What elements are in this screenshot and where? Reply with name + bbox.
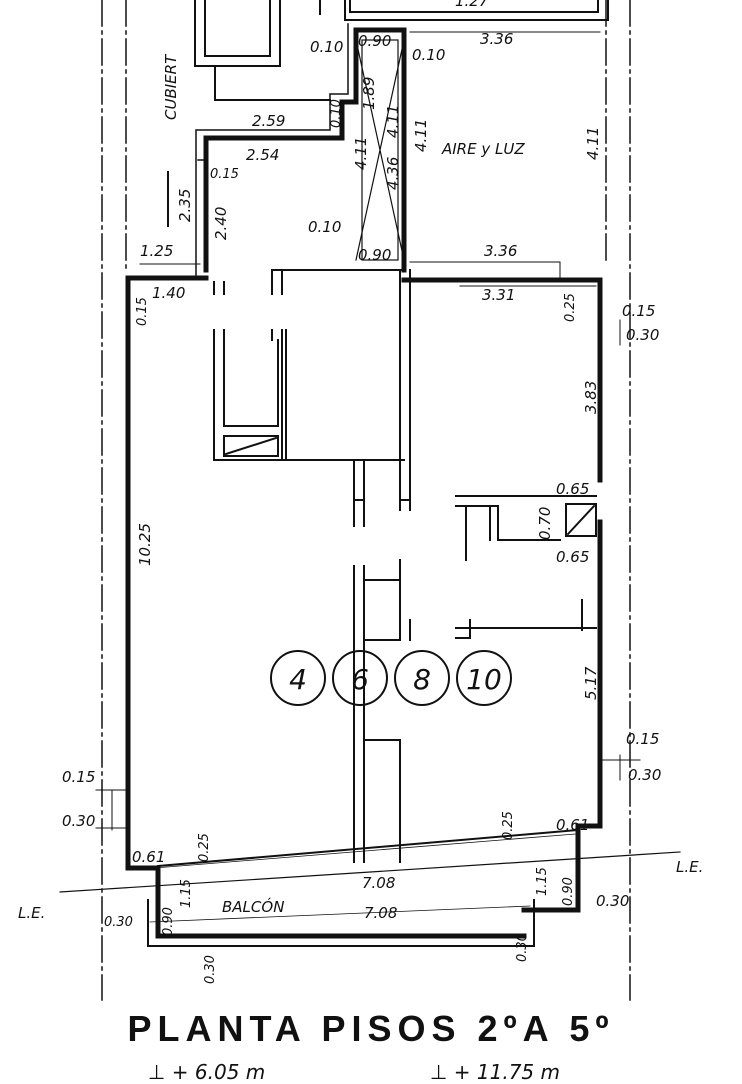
dim-1-40: 1.40 xyxy=(152,284,185,302)
dim-0-90-mid: 0.90 xyxy=(358,246,391,264)
dim-1-15-a: 1.15 xyxy=(179,879,194,908)
dim-0-15-c: 0.15 xyxy=(135,297,150,326)
level-mark-right: ⊥ + 11.75 m xyxy=(430,1060,560,1084)
dim-10-25: 10.25 xyxy=(136,523,154,566)
dim-1-15-b: 1.15 xyxy=(535,867,550,896)
dim-0-90-top: 0.90 xyxy=(358,32,391,50)
lot-boundary-lines xyxy=(101,0,631,1001)
unit-circle-6 xyxy=(332,650,388,706)
unit-number-4: 4 xyxy=(289,663,307,696)
dim-0-30-a: 0.30 xyxy=(626,326,659,344)
dim-0-70: 0.70 xyxy=(536,507,554,540)
dim-0-30-e: 0.30 xyxy=(596,892,629,910)
dim-2-35: 2.35 xyxy=(176,189,194,222)
dim-0-15-a: 0.15 xyxy=(210,167,239,182)
dim-0-25-a: 0.25 xyxy=(563,293,578,322)
dim-7-08-b: 7.08 xyxy=(364,904,397,922)
dim-7-08-a: 7.08 xyxy=(362,874,395,892)
unit-number-6: 6 xyxy=(351,663,369,696)
dim-0-30-b: 0.30 xyxy=(628,766,661,784)
dim-4-11-c: 4.11 xyxy=(584,127,602,160)
dim-0-65-a: 0.65 xyxy=(556,480,589,498)
dim-0-90-a: 0.90 xyxy=(161,907,176,936)
level-mark-left: ⊥ + 6.05 m xyxy=(148,1060,266,1084)
dim-4-11-d: 4.11 xyxy=(352,137,370,170)
dim-0-25-b: 0.25 xyxy=(501,811,516,840)
dim-5-17: 5.17 xyxy=(582,666,600,700)
dim-0-10-b: 0.10 xyxy=(412,46,445,64)
dim-3-31: 3.31 xyxy=(482,286,515,304)
dim-3-36-mid: 3.36 xyxy=(484,242,517,260)
dim-0-61-b: 0.61 xyxy=(132,848,165,866)
dim-0-10-c: 0.10 xyxy=(329,99,344,128)
unit-circle-8 xyxy=(394,650,450,706)
balcony-outline xyxy=(59,828,681,947)
dim-0-15-b: 0.15 xyxy=(622,302,655,320)
interior-walls xyxy=(213,269,597,863)
dim-2-54: 2.54 xyxy=(246,146,279,164)
unit-number-10: 10 xyxy=(466,663,502,696)
dim-top-clip: 1.27 xyxy=(455,0,489,10)
cubierta-structure xyxy=(194,0,609,101)
dim-0-30-f: 0.30 xyxy=(203,955,218,984)
dim-0-61-a: 0.61 xyxy=(556,816,589,834)
shaft-walls xyxy=(167,23,407,279)
dim-3-36-top: 3.36 xyxy=(480,30,513,48)
unit-number-circles xyxy=(270,650,512,706)
dim-0-30-g: 0.30 xyxy=(515,933,530,962)
dim-4-11-b: 4.11 xyxy=(412,119,430,152)
label-aire-luz: AIRE y LUZ xyxy=(441,140,525,158)
dim-0-90-b: 0.90 xyxy=(561,877,576,906)
label-balcon: BALCÓN xyxy=(222,897,284,916)
dim-0-65-b: 0.65 xyxy=(556,548,589,566)
dim-4-11-a: 4.11 xyxy=(384,105,402,138)
plan-title: PLANTA PISOS 2ºA 5º xyxy=(127,1008,615,1049)
dim-0-15-d: 0.15 xyxy=(626,730,659,748)
dim-2-40: 2.40 xyxy=(212,207,230,240)
dim-2-59: 2.59 xyxy=(252,112,285,130)
dim-0-15-e: 0.15 xyxy=(62,768,95,786)
unit-circle-4 xyxy=(270,650,326,706)
dim-0-25-c: 0.25 xyxy=(197,833,212,862)
exterior-walls xyxy=(125,275,603,939)
label-le-right: L.E. xyxy=(676,858,703,876)
label-le-left: L.E. xyxy=(18,904,45,922)
label-cubierta: CUBIERT xyxy=(162,53,180,120)
dim-0-30-d: 0.30 xyxy=(104,915,133,930)
dim-0-10-d: 0.10 xyxy=(308,218,341,236)
dim-4-36: 4.36 xyxy=(384,157,402,190)
unit-circle-10 xyxy=(456,650,512,706)
dim-0-30-c: 0.30 xyxy=(62,812,95,830)
dim-1-25: 1.25 xyxy=(140,242,173,260)
dim-3-83: 3.83 xyxy=(582,381,600,414)
dim-0-10-a: 0.10 xyxy=(310,38,343,56)
dim-1-89: 1.89 xyxy=(360,77,378,110)
unit-number-8: 8 xyxy=(413,663,431,696)
dimension-lines xyxy=(95,31,641,923)
